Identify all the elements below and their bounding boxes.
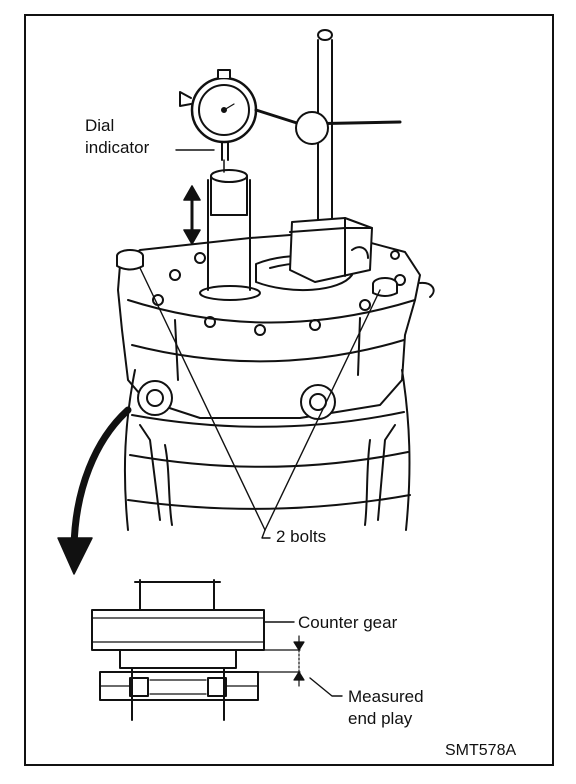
case-lug	[419, 281, 435, 298]
figure-frame	[24, 14, 554, 766]
detail-arrow	[57, 406, 132, 575]
axial-movement-arrow	[183, 185, 201, 245]
bolts-label: 2 bolts	[276, 527, 327, 546]
bolt-leader-left	[139, 267, 266, 531]
figure-code: SMT578A	[445, 742, 517, 759]
dial-indicator-label-line1: Dial	[85, 116, 115, 135]
end-play-label-line1: Measured	[348, 687, 424, 706]
end-play-label-line2: end play	[348, 709, 413, 728]
side-boss-left	[137, 380, 173, 416]
counter-gear-label: Counter gear	[298, 613, 398, 632]
bolt-leader-right	[264, 289, 381, 531]
bolt-left	[116, 249, 144, 271]
end-play-dimension	[293, 635, 305, 687]
main-shaft	[199, 169, 261, 301]
magnetic-stand	[289, 29, 402, 283]
bolt-right	[372, 277, 398, 297]
end-play-leader	[309, 677, 343, 697]
transmission-case	[123, 369, 411, 531]
side-boss-right	[300, 384, 336, 420]
dial-indicator-label-line2: indicator	[85, 138, 150, 157]
dial-indicator	[179, 69, 302, 173]
counter-gear-detail	[91, 579, 301, 721]
